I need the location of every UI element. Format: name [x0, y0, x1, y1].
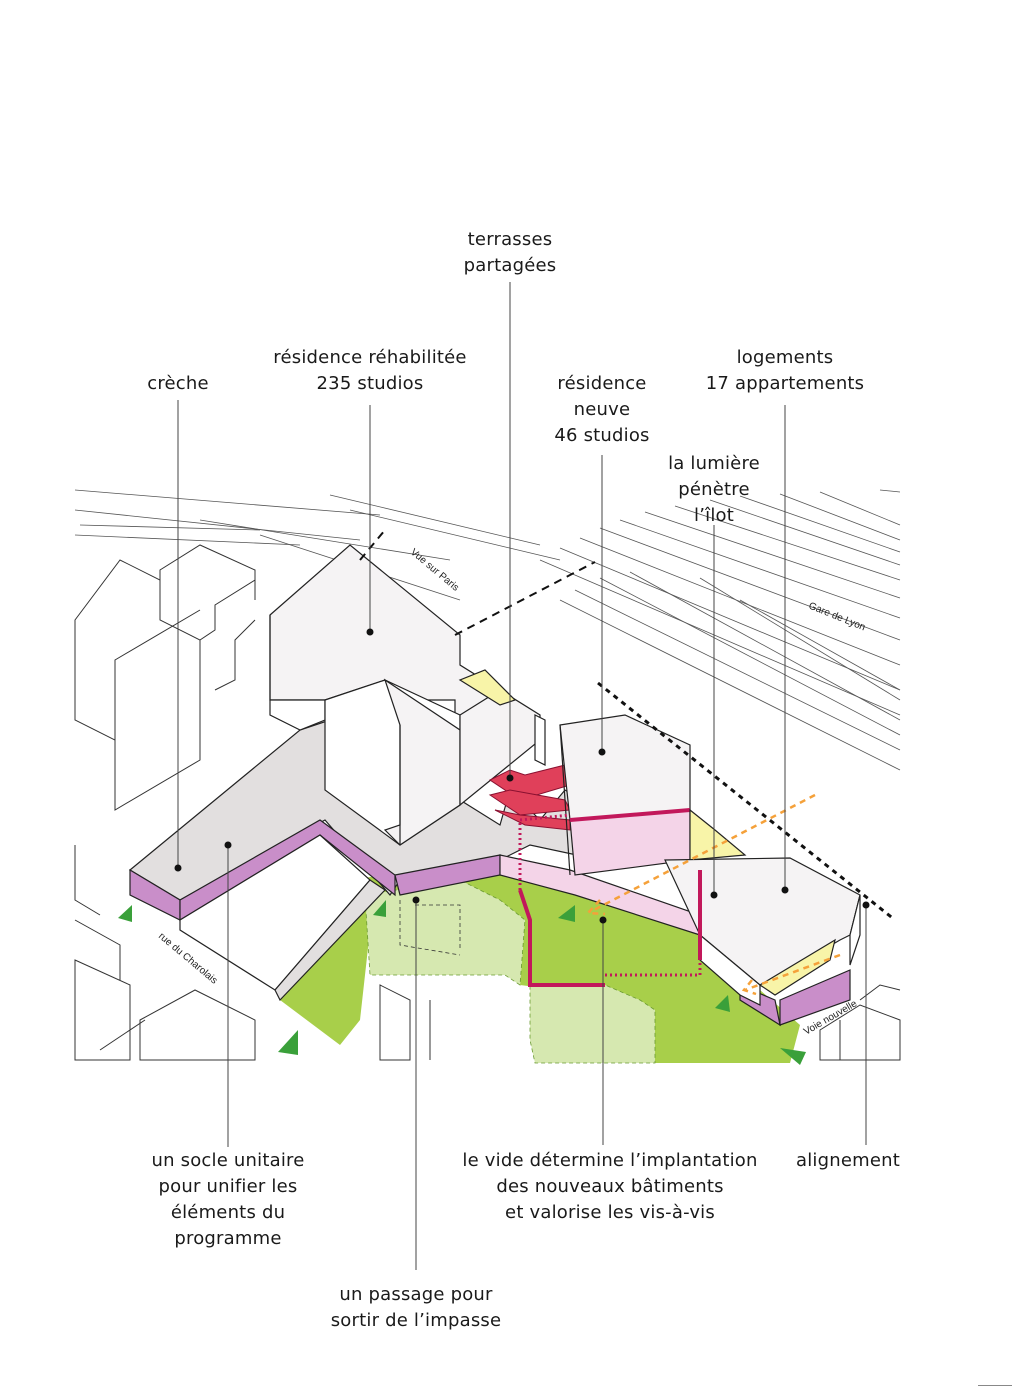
residence-neuve-building: [559, 714, 747, 876]
railway-tracks: [74, 489, 901, 771]
neighbouring-buildings: [74, 544, 901, 1061]
label-logements: logements 17 appartements: [705, 347, 865, 394]
page-corner-mark: [978, 1385, 1012, 1386]
label-gare-de-lyon: Gare de Lyon: [807, 601, 867, 634]
label-terrasses-partagees: terrasses partagées: [463, 229, 557, 276]
alignment-line: [597, 681, 896, 922]
residence-rehabilitee-building: [269, 544, 546, 846]
leader-lines: [177, 282, 867, 1270]
label-alignement: alignement: [795, 1150, 901, 1171]
label-residence-neuve: résidence neuve 46 studios: [554, 373, 650, 446]
access-arrows: [118, 900, 806, 1065]
light-arrows: [585, 793, 841, 996]
label-passage: un passage pour sortir de l’impasse: [330, 1284, 502, 1331]
leader-dots: [174, 628, 870, 924]
label-socle-unitaire: un socle unitaire pour unifier les éléme…: [151, 1150, 305, 1249]
implantation-outline: [518, 813, 702, 987]
green-open-space: [280, 860, 800, 1064]
label-vue-sur-paris: Vue sur Paris: [408, 547, 461, 594]
label-lumiere: la lumière pénètre l’îlot: [668, 453, 760, 526]
label-le-vide: le vide détermine l’implantation des nou…: [462, 1150, 758, 1223]
label-creche: crèche: [147, 373, 209, 394]
view-lines: [359, 529, 596, 636]
label-residence-rehabilitee: résidence réhabilitée 235 studios: [273, 347, 467, 394]
